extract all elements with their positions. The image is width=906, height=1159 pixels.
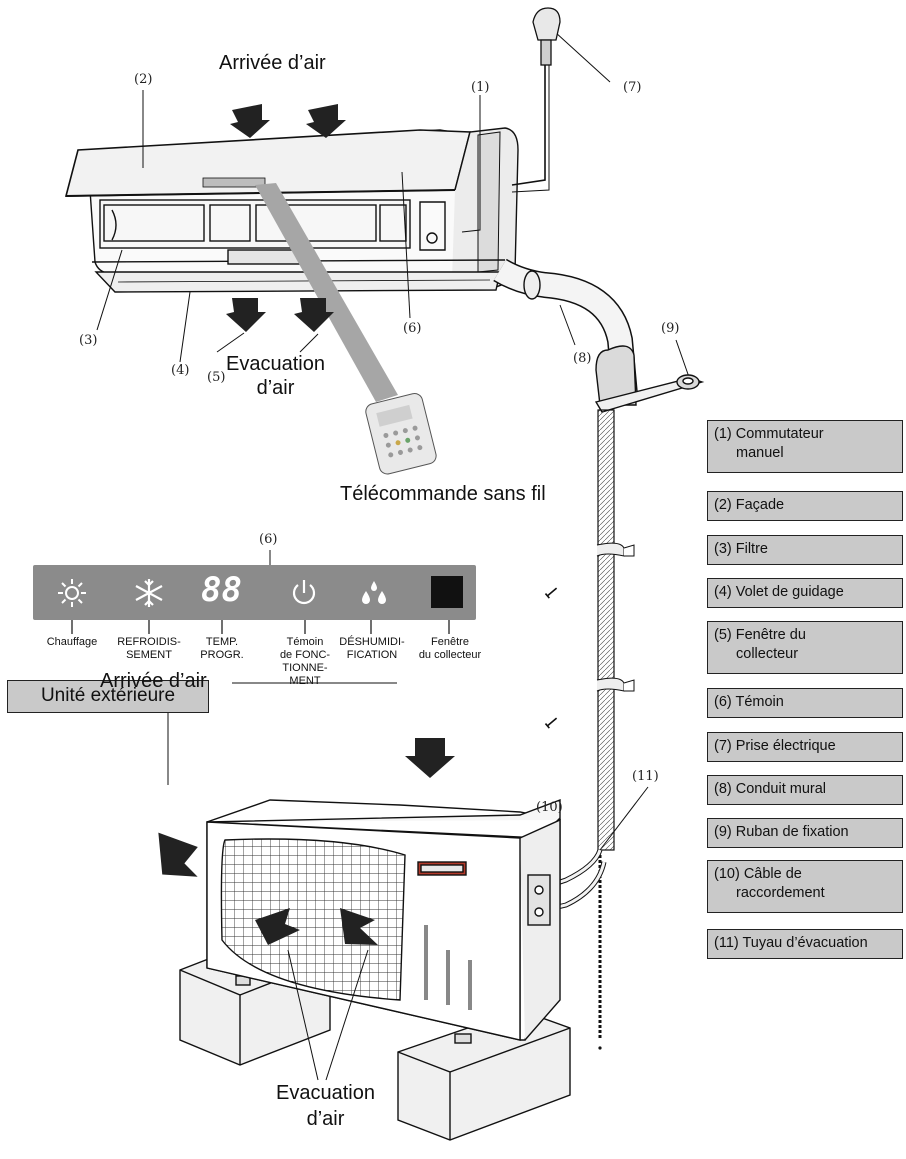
connecting-hose <box>535 409 635 1050</box>
leader-lines <box>96 31 691 861</box>
legend-item-1: (1) Commutateur manuel <box>707 420 903 473</box>
indoor-air-arrows <box>226 104 346 332</box>
legend-item-4: (4) Volet de guidage <box>707 578 903 608</box>
sun-icon <box>58 579 86 607</box>
callout-5: (5) <box>207 370 226 385</box>
snowflake-icon <box>135 579 163 607</box>
panel-label-heating: Chauffage <box>46 636 98 648</box>
callout-2: (2) <box>134 72 153 87</box>
air-inlet-label-outdoor: Arrivée d’air <box>100 670 207 692</box>
callout-6-panel: (6) <box>259 532 278 547</box>
callout-8: (8) <box>573 351 592 366</box>
remote-control-label: Télécommande sans fil <box>340 483 546 505</box>
outdoor-unit-label: Unité extérieure <box>7 680 209 713</box>
outdoor-unit <box>179 798 571 1141</box>
callout-7: (7) <box>623 80 642 95</box>
panel-label-cooling: REFROIDIS- SEMENT <box>117 636 181 661</box>
power-icon <box>292 580 316 605</box>
seven-segment-display: 88 <box>201 570 242 610</box>
indicator-panel: 88 <box>33 565 476 620</box>
callout-6: (6) <box>403 321 422 336</box>
legend-item-2: (2) Façade <box>707 491 903 521</box>
callout-4: (4) <box>171 363 190 378</box>
air-outlet-label-indoor: Evacuation d’air <box>226 353 325 399</box>
remote-control <box>365 393 437 475</box>
power-plug <box>511 7 561 193</box>
legend-item-6: (6) Témoin <box>707 688 903 718</box>
legend-item-11: (11) Tuyau d’évacuation <box>707 929 903 959</box>
outdoor-air-arrows <box>158 738 455 945</box>
air-inlet-label-top: Arrivée d’air <box>219 52 326 74</box>
callout-10: (10) <box>536 800 563 815</box>
legend-item-8: (8) Conduit mural <box>707 775 903 805</box>
square-window-icon <box>431 576 463 608</box>
droplets-icon <box>362 581 386 604</box>
legend-item-9: (9) Ruban de fixation <box>707 818 903 848</box>
wall-conduit <box>493 258 705 413</box>
panel-label-timer: TEMP. PROGR. <box>200 636 244 661</box>
callout-9: (9) <box>661 321 680 336</box>
callout-3: (3) <box>79 333 98 348</box>
remote-beam <box>255 183 398 402</box>
callout-1: (1) <box>471 80 490 95</box>
legend-item-10: (10) Câble de raccordement <box>707 860 903 913</box>
legend-item-3: (3) Filtre <box>707 535 903 565</box>
callout-11: (11) <box>632 769 659 784</box>
legend-item-7: (7) Prise électrique <box>707 732 903 762</box>
legend-item-5: (5) Fenêtre du collecteur <box>707 621 903 674</box>
air-outlet-label-outdoor: Evacuation d’air <box>276 1082 375 1130</box>
panel-label-dehumidify: DÉSHUMIDI- FICATION <box>339 636 405 661</box>
indoor-unit <box>64 127 519 293</box>
panel-label-operation: Témoin de FONC- TIONNE- MENT <box>279 636 331 687</box>
panel-label-collector-window: Fenêtre du collecteur <box>418 636 482 661</box>
